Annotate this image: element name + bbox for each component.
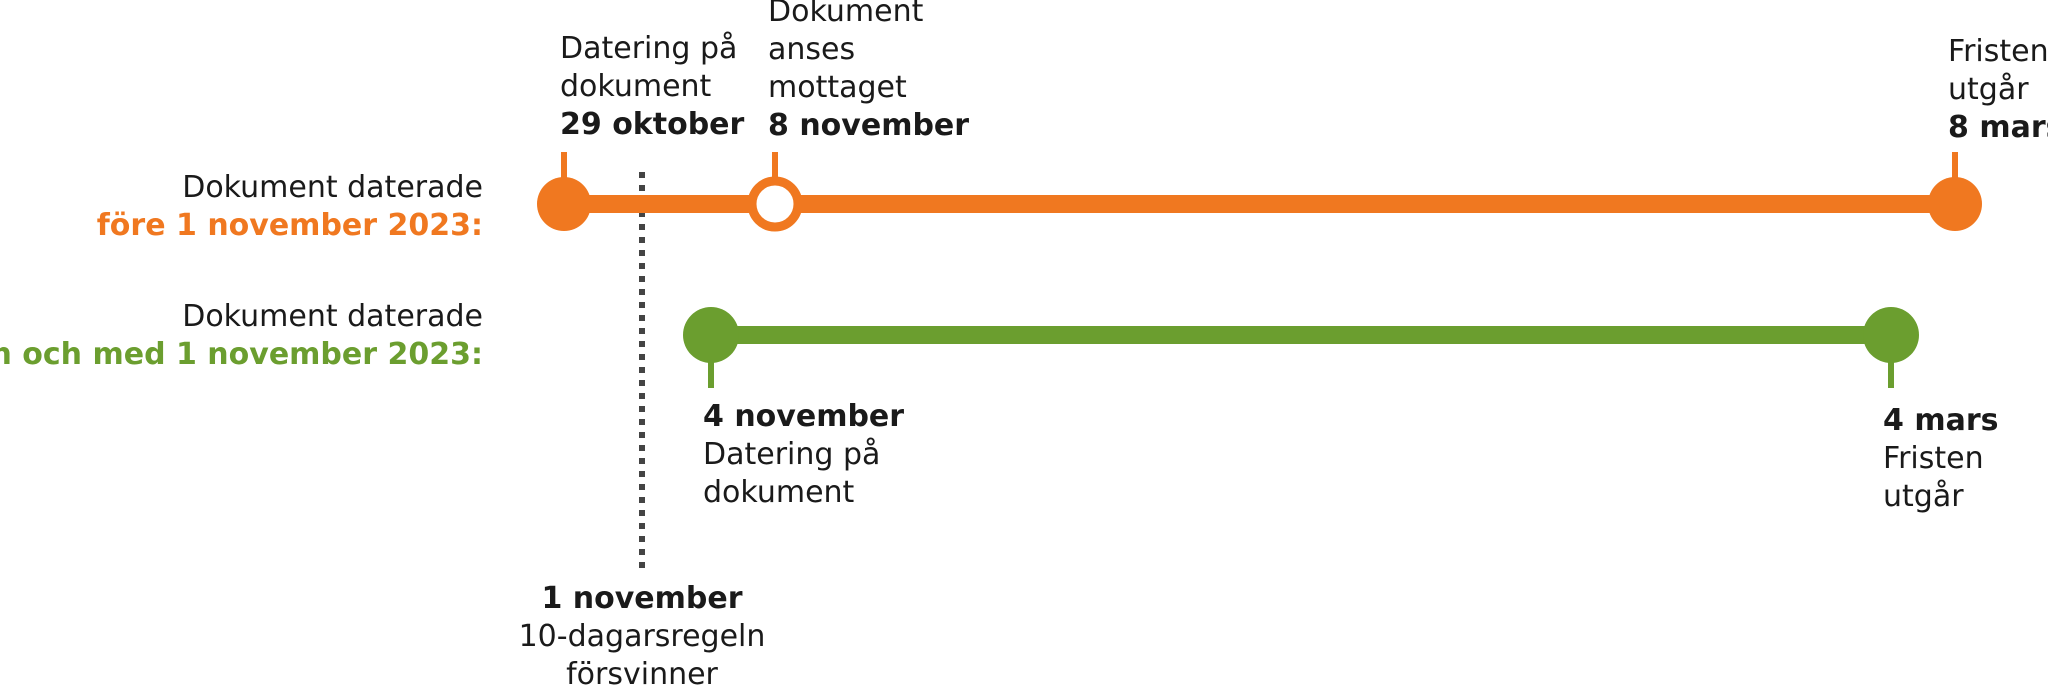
event-after-dated-line2: dokument bbox=[703, 475, 855, 510]
event-after-deadline-line1: Fristen bbox=[1883, 441, 1984, 476]
event-after-dated-line1: Datering på bbox=[703, 437, 881, 472]
row-label-after: Dokument daterade från och med 1 novembe… bbox=[0, 298, 483, 374]
row-label-before: Dokument daterade före 1 november 2023: bbox=[97, 169, 483, 245]
event-before-received-date: 8 november bbox=[768, 108, 970, 143]
event-before-received: Dokument anses mottaget 8 november bbox=[768, 0, 969, 145]
event-rule-change: 1 november 10-dagarsregeln försvinner bbox=[492, 580, 792, 694]
event-before-dated-date: 29 oktober bbox=[560, 107, 745, 142]
event-after-deadline-line2: utgår bbox=[1883, 479, 1964, 514]
event-before-received-line1: Dokument bbox=[768, 0, 924, 29]
event-before-dated-line1: Datering på bbox=[560, 31, 738, 66]
event-before-deadline-line2: utgår bbox=[1948, 72, 2029, 107]
event-before-deadline: Fristen utgår 8 mars bbox=[1948, 33, 2048, 147]
event-after-deadline: 4 mars Fristen utgår bbox=[1883, 402, 1998, 516]
event-after-dated: 4 november Datering på dokument bbox=[703, 398, 904, 512]
row-label-after-line1: Dokument daterade bbox=[182, 299, 483, 334]
green-dot-dated bbox=[683, 307, 739, 363]
row-label-before-line2: före 1 november 2023: bbox=[96, 208, 483, 243]
event-rule-change-line1: 10-dagarsregeln bbox=[518, 619, 766, 654]
row-label-before-line1: Dokument daterade bbox=[182, 170, 483, 205]
row-label-after-line2: från och med 1 november 2023: bbox=[0, 337, 483, 372]
event-after-deadline-date: 4 mars bbox=[1883, 403, 1999, 438]
event-before-deadline-line1: Fristen bbox=[1948, 34, 2048, 69]
orange-dot-received bbox=[747, 176, 803, 232]
event-rule-change-line2: försvinner bbox=[566, 657, 718, 692]
green-dot-deadline bbox=[1863, 307, 1919, 363]
event-before-dated-line2: dokument bbox=[560, 69, 712, 104]
event-after-dated-date: 4 november bbox=[703, 399, 905, 434]
event-rule-change-date: 1 november bbox=[541, 581, 743, 616]
orange-dot-dated bbox=[537, 177, 591, 231]
orange-dot-deadline bbox=[1928, 177, 1982, 231]
event-before-dated: Datering på dokument 29 oktober bbox=[560, 30, 744, 144]
event-before-received-line3: mottaget bbox=[768, 70, 907, 105]
event-before-deadline-date: 8 mars bbox=[1948, 110, 2048, 145]
event-before-received-line2: anses bbox=[768, 32, 856, 67]
